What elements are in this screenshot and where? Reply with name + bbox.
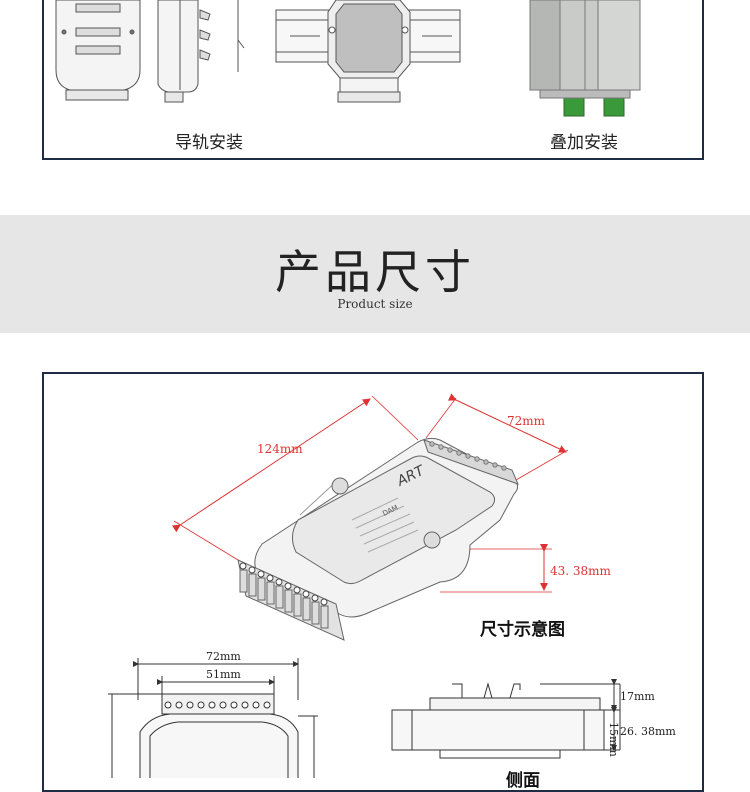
side-view-caption: 侧面 — [506, 771, 540, 791]
length-dimension — [171, 395, 419, 561]
module-3d-drawing — [237, 437, 519, 641]
width-label: 72mm — [507, 414, 546, 428]
length-label: 124mm — [257, 442, 303, 456]
front-width-label: 72mm — [206, 650, 241, 663]
din-rail-drawing — [275, 0, 461, 103]
rail-install-label: 导轨安装 — [175, 133, 243, 153]
width-dimension — [425, 393, 569, 481]
side-view-drawing — [391, 679, 621, 759]
side-total-label: 26. 38mm — [620, 725, 676, 738]
height-label: 43. 38mm — [550, 564, 612, 578]
stacked-modules-drawing — [529, 0, 641, 117]
section-subtitle: Product size — [337, 297, 413, 311]
section-title: 产品尺寸 — [275, 245, 475, 299]
stack-install-label: 叠加安装 — [550, 133, 618, 153]
module-front-drawing — [55, 0, 141, 101]
module-side-drawing — [157, 0, 245, 103]
side-top-label: 17mm — [620, 690, 655, 703]
height-dimension — [440, 544, 552, 593]
front-view-drawing — [108, 658, 318, 778]
dimension-caption: 尺寸示意图 — [480, 620, 565, 640]
front-terminal-width-label: 51mm — [206, 668, 241, 681]
section-band — [0, 215, 750, 333]
side-mid-label: 15mm — [607, 722, 620, 757]
